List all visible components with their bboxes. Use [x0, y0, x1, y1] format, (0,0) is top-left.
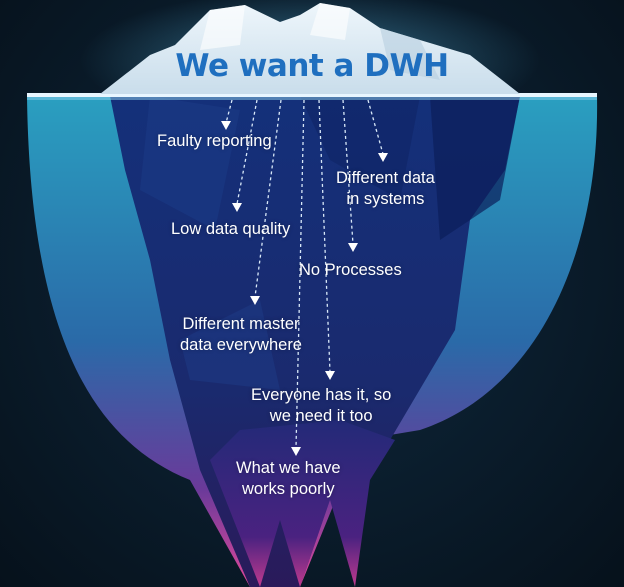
dotted-arrows — [225, 99, 384, 449]
iceberg-spikes — [210, 420, 395, 587]
label-works-poorly: What we have works poorly — [236, 459, 341, 498]
diagram-title: We want a DWH — [175, 48, 449, 84]
label-faulty-reporting: Faulty reporting — [157, 132, 272, 150]
label-different-master-data: Different master data everywhere — [180, 315, 302, 354]
label-everyone-has-it: Everyone has it, so we need it too — [251, 386, 392, 425]
label-different-data: Different data in systems — [336, 169, 435, 208]
waterline — [27, 93, 597, 97]
arrow-heads — [221, 121, 388, 456]
label-no-processes: No Processes — [299, 261, 402, 279]
label-low-data-quality: Low data quality — [171, 220, 291, 238]
